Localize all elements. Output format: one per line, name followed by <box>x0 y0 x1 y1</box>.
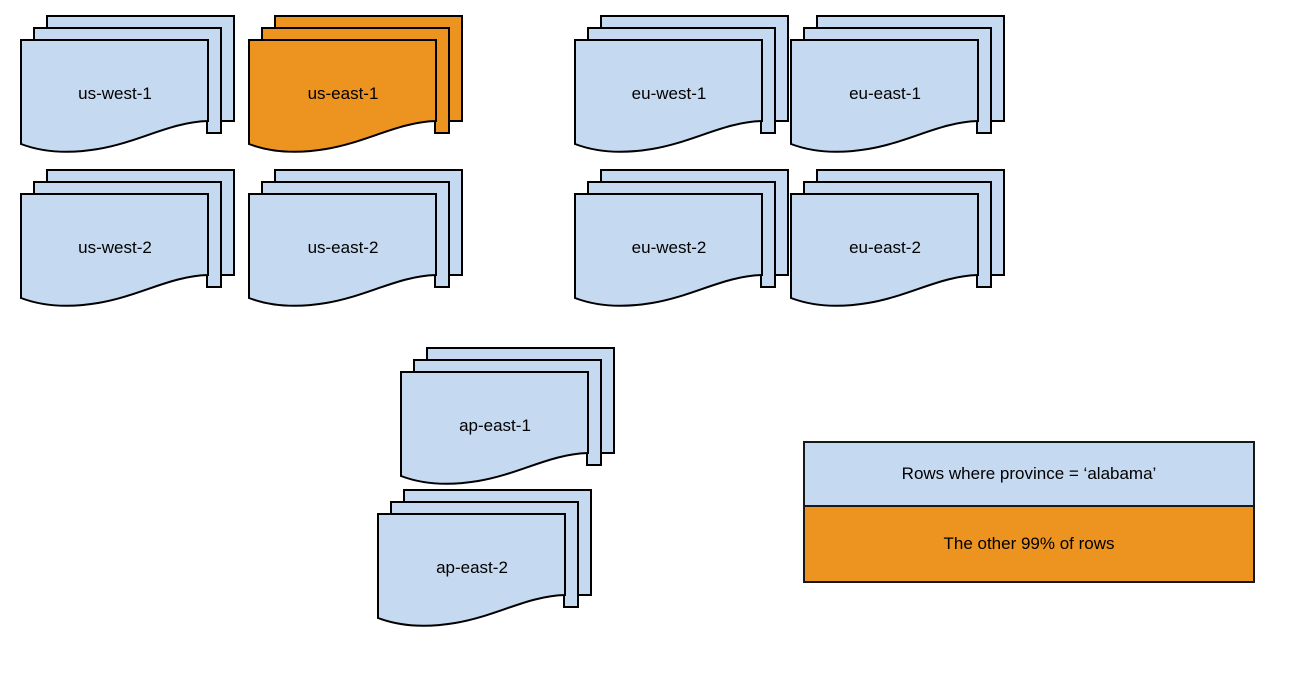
legend-band-matching-rows: Rows where province = ‘alabama’ <box>805 443 1253 507</box>
region-document-stack-eu-east-2[interactable]: eu-east-2 <box>790 169 1005 335</box>
document-sheet-front <box>790 39 979 153</box>
document-sheet-front <box>20 193 209 307</box>
region-document-stack-us-west-1[interactable]: us-west-1 <box>20 15 235 181</box>
multi-document-stack-icon <box>248 15 463 153</box>
document-sheet-front <box>400 371 589 485</box>
document-sheet-front <box>248 39 437 153</box>
legend-band-other-rows: The other 99% of rows <box>805 507 1253 581</box>
region-document-stack-us-east-2[interactable]: us-east-2 <box>248 169 463 335</box>
multi-document-stack-icon <box>790 169 1005 307</box>
region-document-stack-eu-west-1[interactable]: eu-west-1 <box>574 15 789 181</box>
region-document-stack-us-east-1[interactable]: us-east-1 <box>248 15 463 181</box>
document-sheet-front <box>377 513 566 627</box>
legend-label-other-rows: The other 99% of rows <box>943 534 1115 553</box>
document-sheet-front <box>248 193 437 307</box>
legend-label-matching-rows: Rows where province = ‘alabama’ <box>901 464 1157 483</box>
multi-document-stack-icon <box>20 169 235 307</box>
region-document-stack-ap-east-2[interactable]: ap-east-2 <box>377 489 592 655</box>
document-sheet-front <box>20 39 209 153</box>
multi-document-stack-icon <box>574 169 789 307</box>
document-sheet-front <box>790 193 979 307</box>
multi-document-stack-icon <box>574 15 789 153</box>
legend: Rows where province = ‘alabama’ The othe… <box>803 441 1255 583</box>
multi-document-stack-icon <box>377 489 592 627</box>
multi-document-stack-icon <box>790 15 1005 153</box>
document-sheet-front <box>574 193 763 307</box>
multi-document-stack-icon <box>400 347 615 485</box>
document-sheet-front <box>574 39 763 153</box>
region-document-stack-us-west-2[interactable]: us-west-2 <box>20 169 235 335</box>
region-document-stack-eu-west-2[interactable]: eu-west-2 <box>574 169 789 335</box>
multi-document-stack-icon <box>20 15 235 153</box>
multi-document-stack-icon <box>248 169 463 307</box>
region-document-stack-ap-east-1[interactable]: ap-east-1 <box>400 347 615 513</box>
region-document-stack-eu-east-1[interactable]: eu-east-1 <box>790 15 1005 181</box>
